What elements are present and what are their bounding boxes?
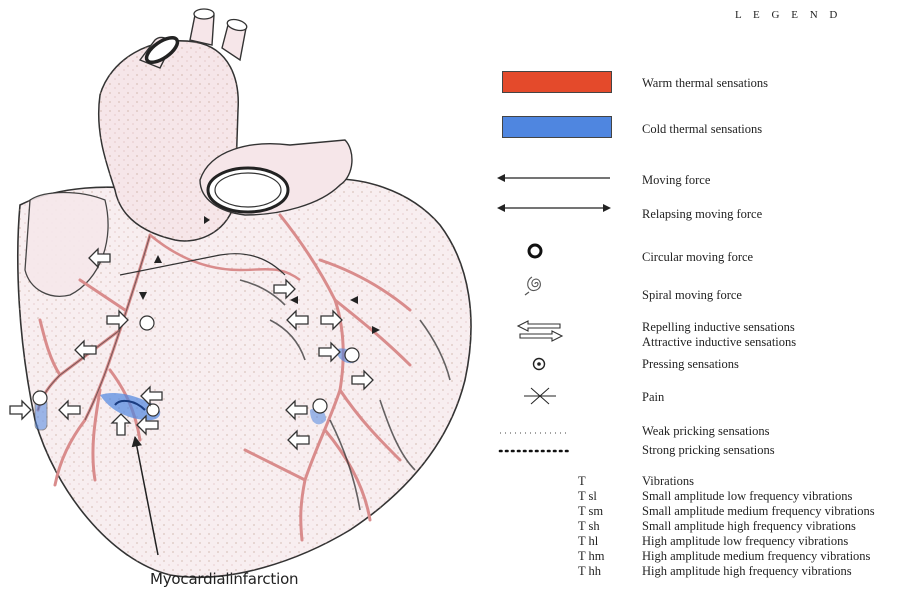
vib-code-tsm: T sm xyxy=(578,504,603,519)
vib-code-t: T xyxy=(578,474,586,489)
legend-cold-label: Cold thermal sensations xyxy=(642,122,762,137)
double-arrow-icon xyxy=(495,202,615,214)
bold-dotted-line-icon xyxy=(498,447,574,455)
fine-dotted-line-icon xyxy=(498,430,568,436)
vib-label-tsl: Small amplitude low frequency vibrations xyxy=(642,489,852,504)
legend-repelling: Repelling inductive sensations xyxy=(642,320,795,335)
pain-star-icon xyxy=(520,385,560,407)
legend-weak-pricking: Weak pricking sensations xyxy=(642,424,769,439)
cold-swatch xyxy=(502,116,612,138)
myocardial-infarction-label: Myocardialinfarction xyxy=(150,570,298,588)
legend-warm-label: Warm thermal sensations xyxy=(642,76,768,91)
legend-pressing: Pressing sensations xyxy=(642,357,739,372)
legend-strong-pricking: Strong pricking sensations xyxy=(642,443,775,458)
legend-pain: Pain xyxy=(642,390,664,405)
vib-label-t: Vibrations xyxy=(642,474,694,489)
vib-code-thl: T hl xyxy=(578,534,598,549)
vib-code-thh: T hh xyxy=(578,564,601,579)
dot-in-circle-icon xyxy=(531,356,547,372)
vib-label-thl: High amplitude low frequency vibrations xyxy=(642,534,848,549)
warm-swatch xyxy=(502,71,612,93)
opposed-arrows-icon xyxy=(514,320,566,342)
single-arrow-icon xyxy=(495,172,615,184)
legend-relapsing-force: Relapsing moving force xyxy=(642,207,762,222)
legend-title: L E G E N D xyxy=(735,9,842,21)
vib-code-tsh: T sh xyxy=(578,519,600,534)
legend-attractive: Attractive inductive sensations xyxy=(642,335,796,350)
pulmonary-opening xyxy=(208,168,288,212)
legend-spiral-force: Spiral moving force xyxy=(642,288,742,303)
heart-illustration xyxy=(0,0,480,591)
vib-label-thm: High amplitude medium frequency vibratio… xyxy=(642,549,870,564)
ring-icon xyxy=(525,241,545,261)
vib-label-tsh: Small amplitude high frequency vibration… xyxy=(642,519,856,534)
legend-moving-force: Moving force xyxy=(642,173,710,188)
vib-label-tsm: Small amplitude medium frequency vibrati… xyxy=(642,504,875,519)
spiral-icon xyxy=(520,270,550,298)
vib-code-tsl: T sl xyxy=(578,489,597,504)
vib-label-thh: High amplitude high frequency vibrations xyxy=(642,564,852,579)
legend-circular-force: Circular moving force xyxy=(642,250,753,265)
vib-code-thm: T hm xyxy=(578,549,605,564)
